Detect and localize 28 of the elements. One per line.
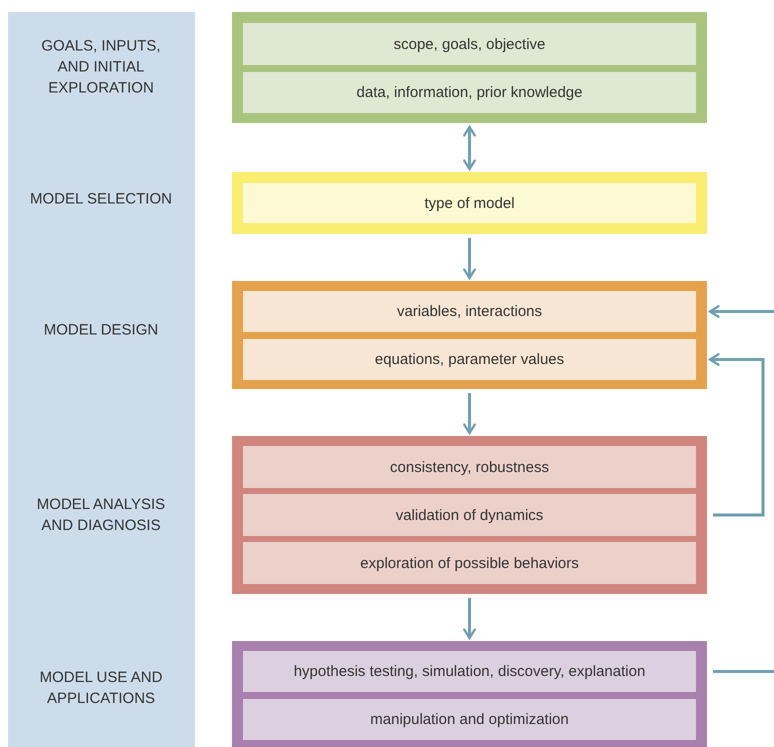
step-box: data, information, prior knowledge: [243, 72, 696, 113]
stage-panel: [232, 436, 707, 594]
step-box: variables, interactions: [243, 291, 696, 332]
arrow: [463, 126, 476, 170]
stage-panel: [232, 281, 707, 389]
step-box: equations, parameter values: [243, 339, 696, 380]
step-box: consistency, robustness: [243, 446, 696, 488]
stage-label: GOALS, INPUTS, AND INITIAL EXPLORATION: [40, 36, 162, 98]
stage-label: MODEL USE AND APPLICATIONS: [38, 668, 164, 709]
arrow: [708, 305, 774, 318]
step-box: type of model: [243, 183, 696, 223]
stage-band: [8, 12, 195, 747]
stage-label: MODEL ANALYSIS AND DIAGNOSIS: [36, 495, 166, 536]
stage-label: MODEL DESIGN: [42, 320, 160, 340]
stage-panel: [232, 12, 707, 123]
connector-line: [713, 670, 774, 673]
stage-label: MODEL SELECTION: [29, 190, 173, 210]
step-box: scope, goals, objective: [243, 23, 696, 65]
step-box: validation of dynamics: [243, 494, 696, 536]
step-box: exploration of possible behaviors: [243, 542, 696, 584]
step-box: manipulation and optimization: [243, 699, 696, 740]
arrow: [463, 598, 476, 640]
step-box: hypothesis testing, simulation, discovery, explanation: [243, 651, 696, 692]
arrow: [463, 393, 476, 434]
stage-panel: [232, 172, 707, 234]
arrow: [708, 353, 764, 516]
stage-panel: [232, 641, 707, 747]
arrow: [463, 238, 476, 280]
